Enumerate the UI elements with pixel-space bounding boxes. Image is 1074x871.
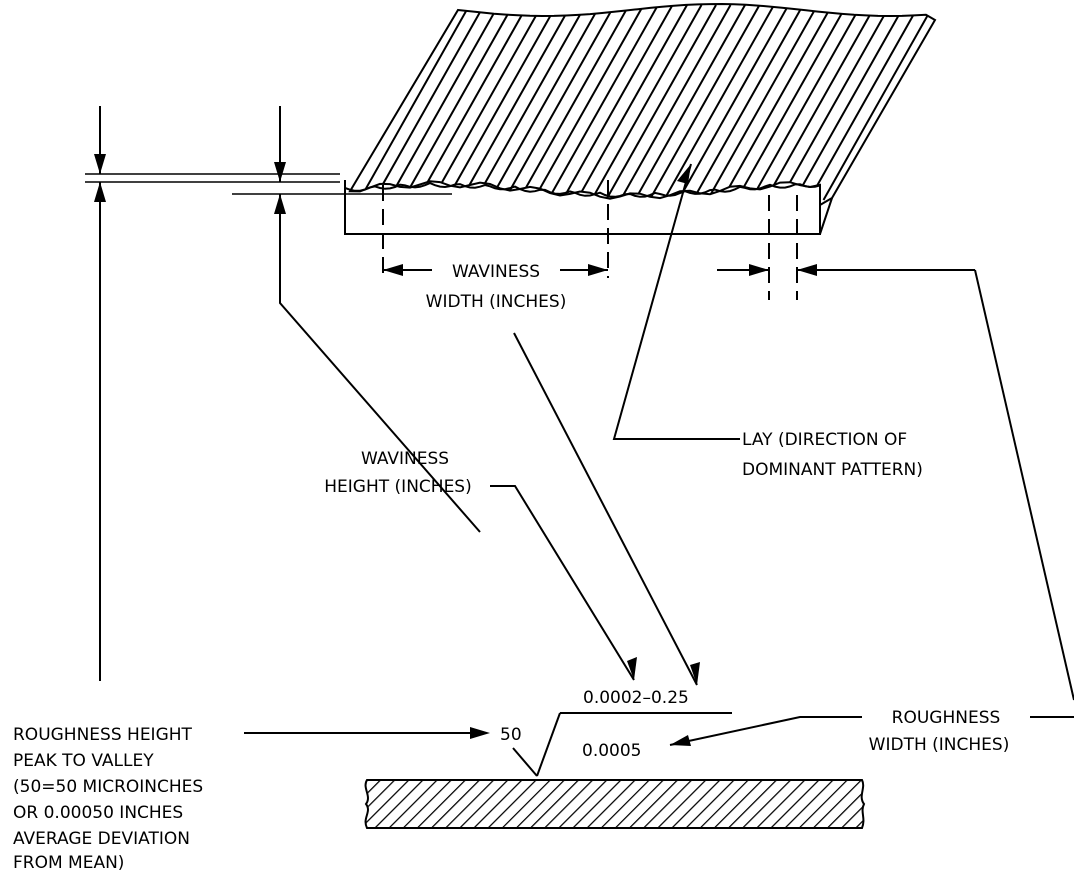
- lay-ridge-line: [648, 4, 761, 201]
- lay-ridge-line: [634, 4, 746, 201]
- roughness-width-value: 0.0005: [582, 741, 641, 761]
- lay-ridge-line: [387, 4, 500, 201]
- roughness-width-line2: WIDTH (INCHES): [869, 735, 1010, 755]
- height-dimension-lines: [85, 106, 481, 681]
- lay-ridge-line: [692, 4, 804, 201]
- roughness-width-dimension: [717, 264, 1074, 701]
- leader-lines: [244, 163, 1074, 746]
- roughness-height-line2: PEAK TO VALLEY: [13, 751, 154, 771]
- roughness-height-line6: FROM MEAN): [13, 853, 124, 871]
- lay-ridge-line: [445, 4, 558, 201]
- waviness-value: 0.0002–0.25: [583, 688, 689, 708]
- lay-ridge-line: [706, 4, 819, 201]
- lay-ridge-line: [532, 4, 645, 201]
- roughness-height-label: ROUGHNESS HEIGHT PEAK TO VALLEY (50=50 M…: [13, 725, 203, 871]
- lay-ridge-line: [590, 4, 703, 201]
- waviness-width-dimension: WAVINESS WIDTH (INCHES): [383, 262, 608, 312]
- lay-ridge-line: [358, 4, 471, 201]
- lay-label-line2: DOMINANT PATTERN): [742, 460, 923, 480]
- lay-ridge-line: [677, 4, 790, 201]
- roughness-height-line5: AVERAGE DEVIATION: [13, 829, 190, 849]
- lay-ridge-line: [431, 4, 543, 201]
- lay-label-line1: LAY (DIRECTION OF: [742, 430, 907, 450]
- lay-ridge-line: [561, 4, 674, 201]
- lay-ridge-line: [402, 4, 514, 201]
- specimen-side-edge: [819, 197, 833, 235]
- lay-ridge-line: [474, 4, 587, 201]
- lay-ridge-line: [373, 4, 485, 201]
- lay-ridge-line: [808, 4, 920, 201]
- lay-label: LAY (DIRECTION OF DOMINANT PATTERN): [742, 430, 923, 480]
- lay-ridge-line: [822, 4, 935, 201]
- lay-ridge-line: [547, 4, 659, 201]
- lay-ridge-line: [503, 4, 616, 201]
- lay-ridge-line: [721, 4, 833, 201]
- lay-ridge-line: [576, 4, 688, 201]
- lay-ridge-line: [518, 4, 630, 201]
- lay-ridge-line: [416, 4, 529, 201]
- surface-texture-symbol: 0.0002–0.25 50 0.0005: [500, 688, 732, 777]
- specimen-block: [344, 2, 937, 235]
- roughness-height-line1: ROUGHNESS HEIGHT: [13, 725, 193, 745]
- roughness-width-line1: ROUGHNESS: [892, 708, 1001, 728]
- waviness-height-label: WAVINESS HEIGHT (INCHES): [324, 449, 471, 497]
- waviness-height-label-line1: WAVINESS: [361, 449, 449, 469]
- roughness-width-label: ROUGHNESS WIDTH (INCHES): [869, 708, 1010, 755]
- lay-ridge-line: [663, 4, 775, 201]
- roughness-height-line4: OR 0.00050 INCHES: [13, 803, 183, 823]
- lay-ridge-line: [489, 4, 601, 201]
- extension-lines: [382, 180, 798, 300]
- lay-ridge-line: [764, 4, 877, 201]
- waviness-height-label-line2: HEIGHT (INCHES): [324, 477, 471, 497]
- lay-ridge-line: [735, 4, 848, 201]
- lay-ridges: [350, 4, 935, 201]
- lay-ridge-line: [605, 4, 717, 201]
- roughness-height-line3: (50=50 MICROINCHES: [13, 777, 203, 797]
- waviness-width-label-line2: WIDTH (INCHES): [426, 292, 567, 312]
- specimen-front-profile: [344, 180, 821, 198]
- hatched-surface-section: [364, 779, 866, 829]
- lay-ridge-line: [460, 4, 572, 201]
- lay-ridge-line: [750, 4, 862, 201]
- lay-ridge-line: [793, 4, 906, 201]
- waviness-width-label-line1: WAVINESS: [452, 262, 540, 282]
- specimen-front-face: [344, 180, 821, 235]
- lay-ridge-line: [779, 4, 891, 201]
- roughness-height-value: 50: [500, 725, 522, 745]
- lay-ridge-line: [619, 4, 732, 201]
